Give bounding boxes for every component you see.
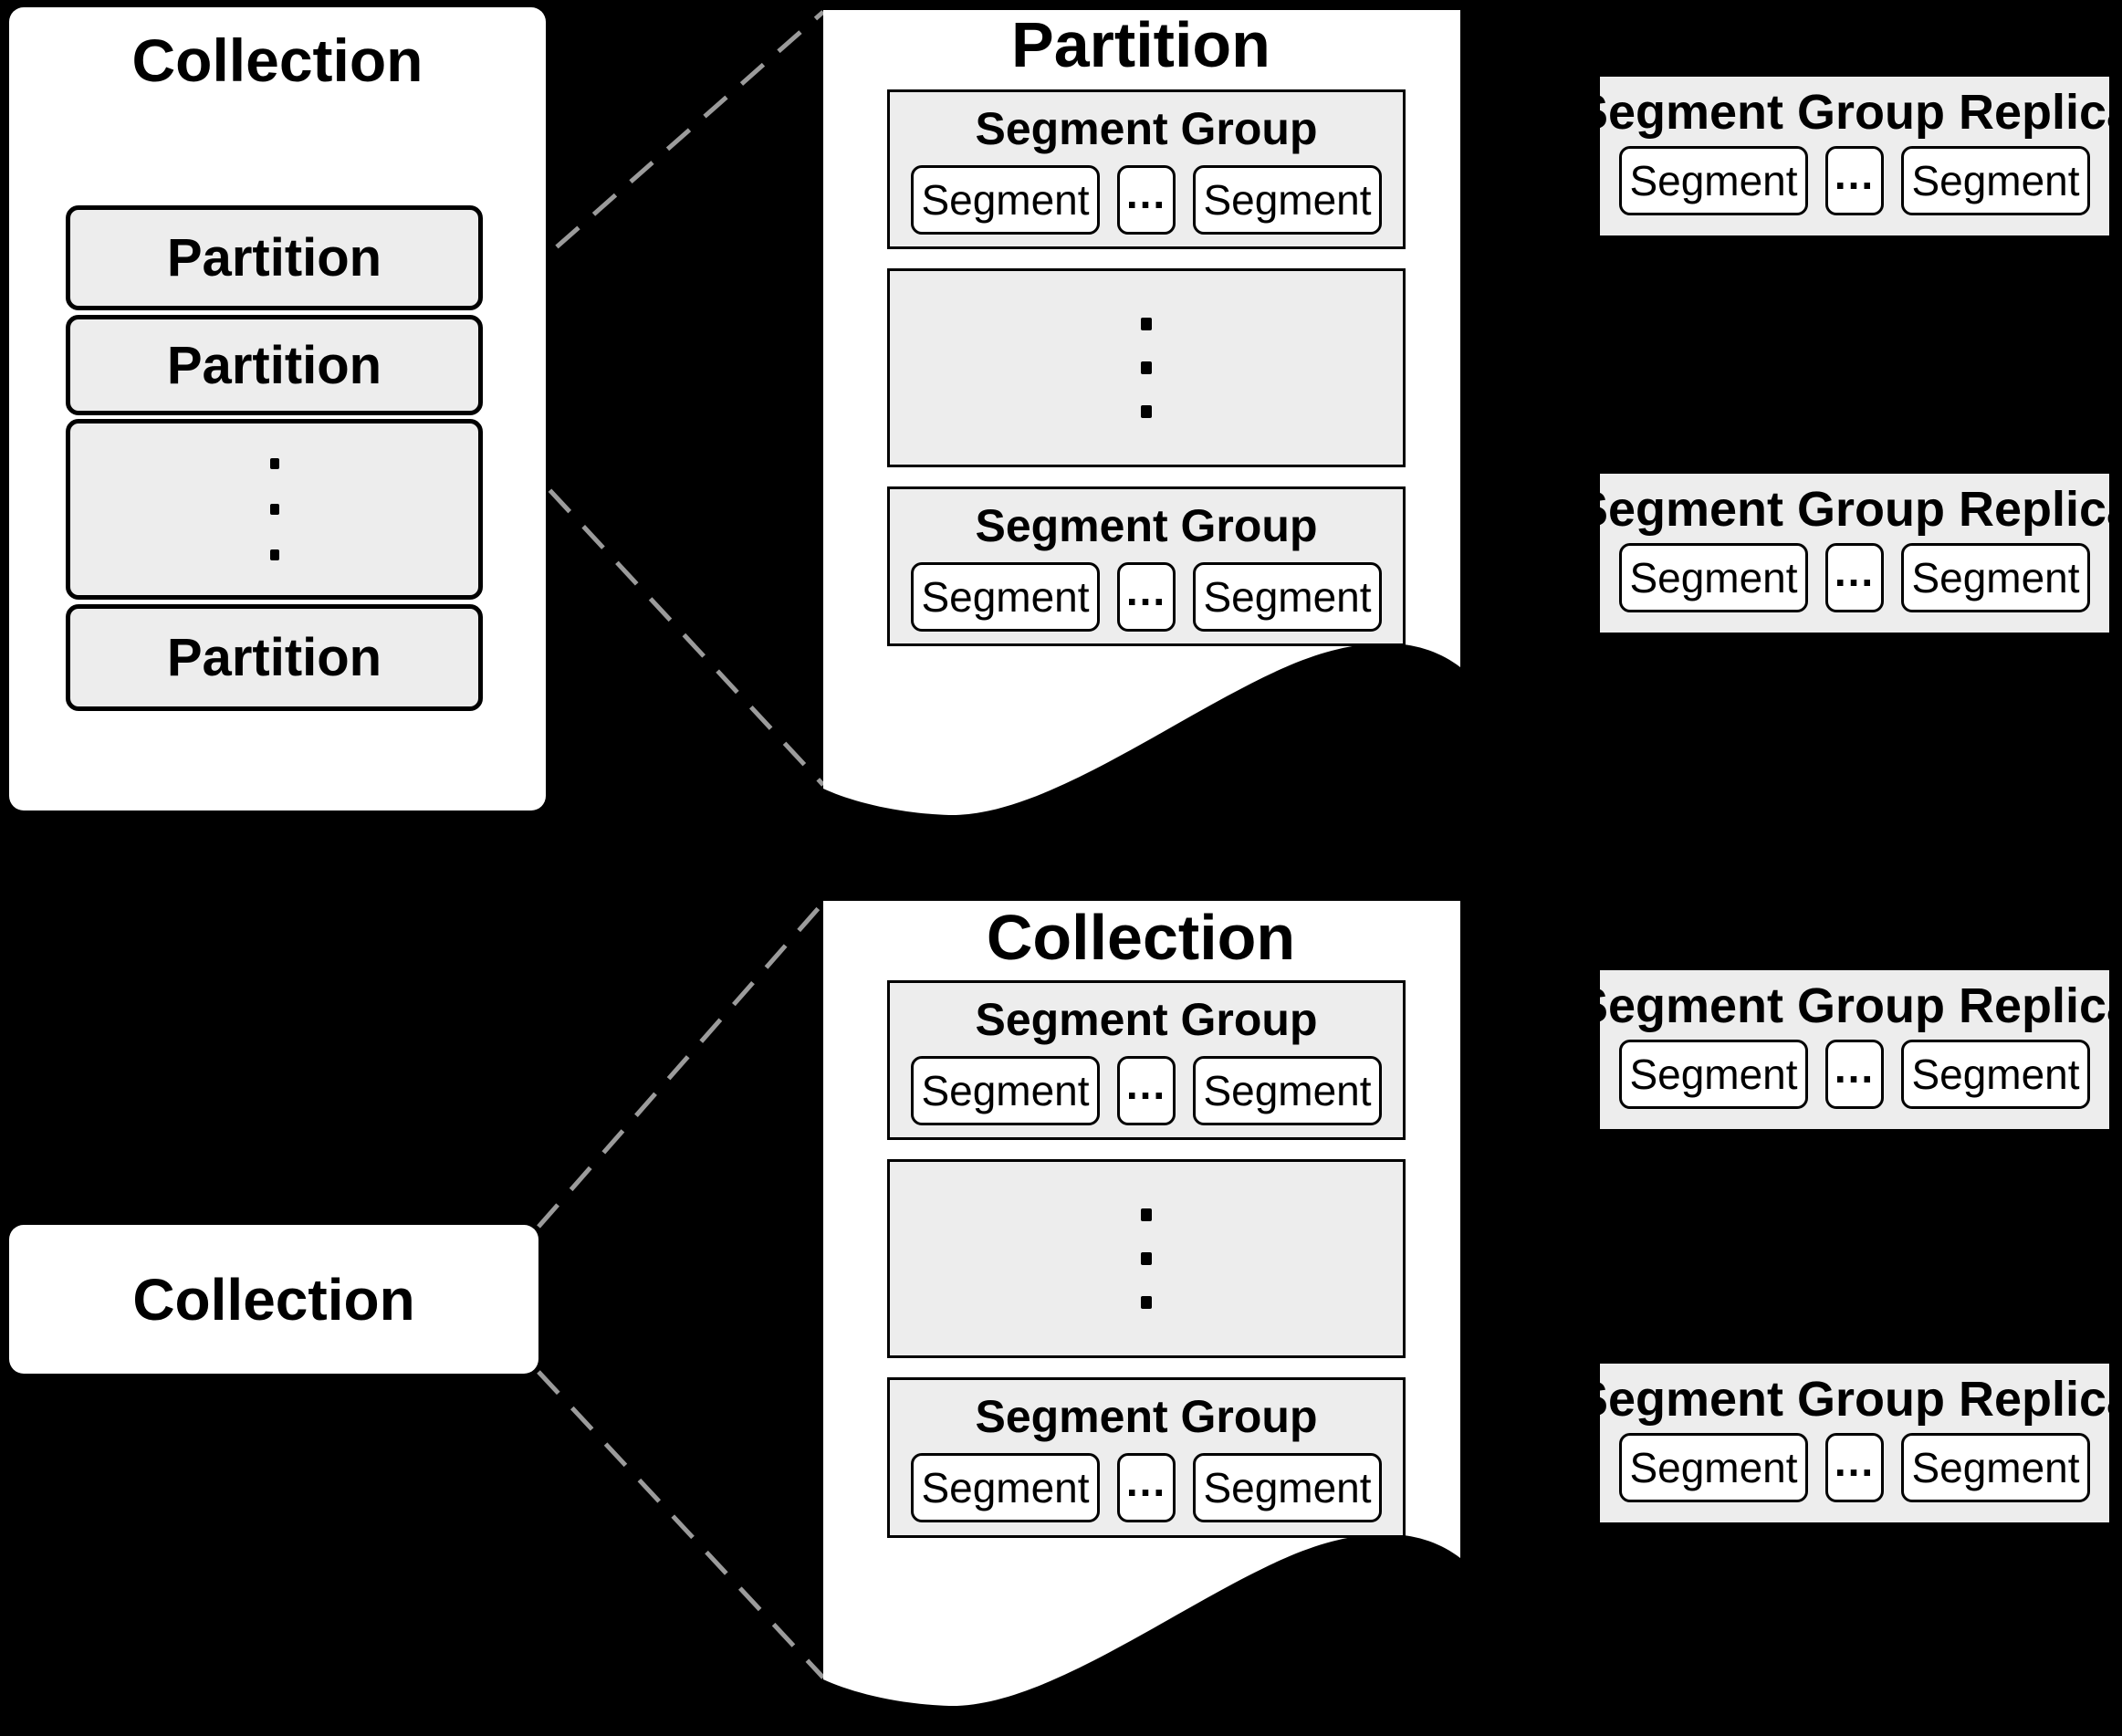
segment-box: Segment: [1901, 1040, 2090, 1109]
segment-box: Segment: [1901, 543, 2090, 612]
segment-box: Segment: [911, 1453, 1100, 1522]
partition-page-ellipsis-box: [887, 268, 1406, 467]
segment-group-title: Segment Group: [975, 1391, 1318, 1442]
segment-group-title: Segment Group: [975, 994, 1318, 1045]
horizontal-ellipsis-box: ...: [1825, 1433, 1884, 1502]
segment-group-title: Segment Group: [975, 500, 1318, 551]
segment-row: Segment ... Segment: [911, 165, 1382, 235]
partition-page-segment-group-top: Segment Group Segment ... Segment: [887, 89, 1406, 249]
segment-box: Segment: [911, 1056, 1100, 1125]
replica-title: Segment Group Replica: [1574, 978, 2122, 1033]
collection-label-title: Collection: [132, 1266, 415, 1333]
partition-row-3-label: Partition: [166, 628, 382, 687]
horizontal-ellipsis-box: ...: [1825, 543, 1884, 612]
partition-row-3: Partition: [66, 604, 483, 711]
vertical-ellipsis-icon: [1141, 1208, 1152, 1309]
collection-card-title: Collection: [131, 26, 423, 94]
segment-box: Segment: [911, 562, 1100, 632]
segment-box: Segment: [1619, 1040, 1808, 1109]
segment-box: Segment: [1193, 1056, 1382, 1125]
segment-group-replica-2: Segment Group Replica Segment ... Segmen…: [1575, 474, 2122, 633]
segment-group-replica-1: Segment Group Replica Segment ... Segmen…: [1575, 77, 2122, 235]
segment-row: Segment ... Segment: [911, 1056, 1382, 1125]
segment-box: Segment: [1193, 562, 1382, 632]
collection-label-card: Collection: [9, 1225, 538, 1374]
horizontal-ellipsis-box: ...: [1117, 562, 1176, 632]
partition-page-segment-group-bottom: Segment Group Segment ... Segment: [887, 486, 1406, 646]
partition-row-1-label: Partition: [166, 228, 382, 288]
segment-box: Segment: [1619, 543, 1808, 612]
segment-row: Segment ... Segment: [1619, 543, 2090, 612]
horizontal-ellipsis-box: ...: [1117, 1056, 1176, 1125]
replica-title: Segment Group Replica: [1574, 1372, 2122, 1427]
segment-box: Segment: [911, 165, 1100, 235]
horizontal-ellipsis-box: ...: [1117, 165, 1176, 235]
vertical-ellipsis-icon: [269, 458, 279, 560]
horizontal-ellipsis-box: ...: [1825, 1040, 1884, 1109]
segment-box: Segment: [1901, 146, 2090, 215]
zoom-dash-bottom-upper: [537, 901, 825, 1229]
collection-page-segment-group-bottom: Segment Group Segment ... Segment: [887, 1377, 1406, 1538]
segment-box: Segment: [1619, 1433, 1808, 1502]
segment-row: Segment ... Segment: [911, 1453, 1382, 1522]
segment-row: Segment ... Segment: [1619, 1040, 2090, 1109]
partition-ellipsis-row: [66, 419, 483, 600]
segment-group-title: Segment Group: [975, 103, 1318, 154]
collection-page-segment-group-top: Segment Group Segment ... Segment: [887, 980, 1406, 1140]
collection-card: Collection Partition Partition Partition: [9, 7, 546, 810]
collection-page-ellipsis-box: [887, 1159, 1406, 1358]
partition-row-2: Partition: [66, 315, 483, 415]
segment-group-replica-4: Segment Group Replica Segment ... Segmen…: [1575, 1364, 2122, 1522]
segment-group-replica-3: Segment Group Replica Segment ... Segmen…: [1575, 970, 2122, 1129]
partition-row-1: Partition: [66, 205, 483, 310]
zoom-dash-bottom-lower: [537, 1370, 825, 1679]
segment-row: Segment ... Segment: [911, 562, 1382, 632]
segment-box: Segment: [1901, 1433, 2090, 1502]
segment-row: Segment ... Segment: [1619, 1433, 2090, 1502]
horizontal-ellipsis-box: ...: [1117, 1453, 1176, 1522]
zoom-dash-top-lower: [481, 416, 825, 787]
segment-box: Segment: [1193, 1453, 1382, 1522]
segment-box: Segment: [1193, 165, 1382, 235]
vertical-ellipsis-icon: [1141, 318, 1152, 418]
partition-page-title: Partition: [1011, 9, 1270, 80]
segment-box: Segment: [1619, 146, 1808, 215]
partition-row-2-label: Partition: [166, 335, 382, 395]
collection-page-title: Collection: [986, 902, 1296, 973]
replica-title: Segment Group Replica: [1574, 85, 2122, 140]
horizontal-ellipsis-box: ...: [1825, 146, 1884, 215]
segment-row: Segment ... Segment: [1619, 146, 2090, 215]
replica-title: Segment Group Replica: [1574, 482, 2122, 537]
